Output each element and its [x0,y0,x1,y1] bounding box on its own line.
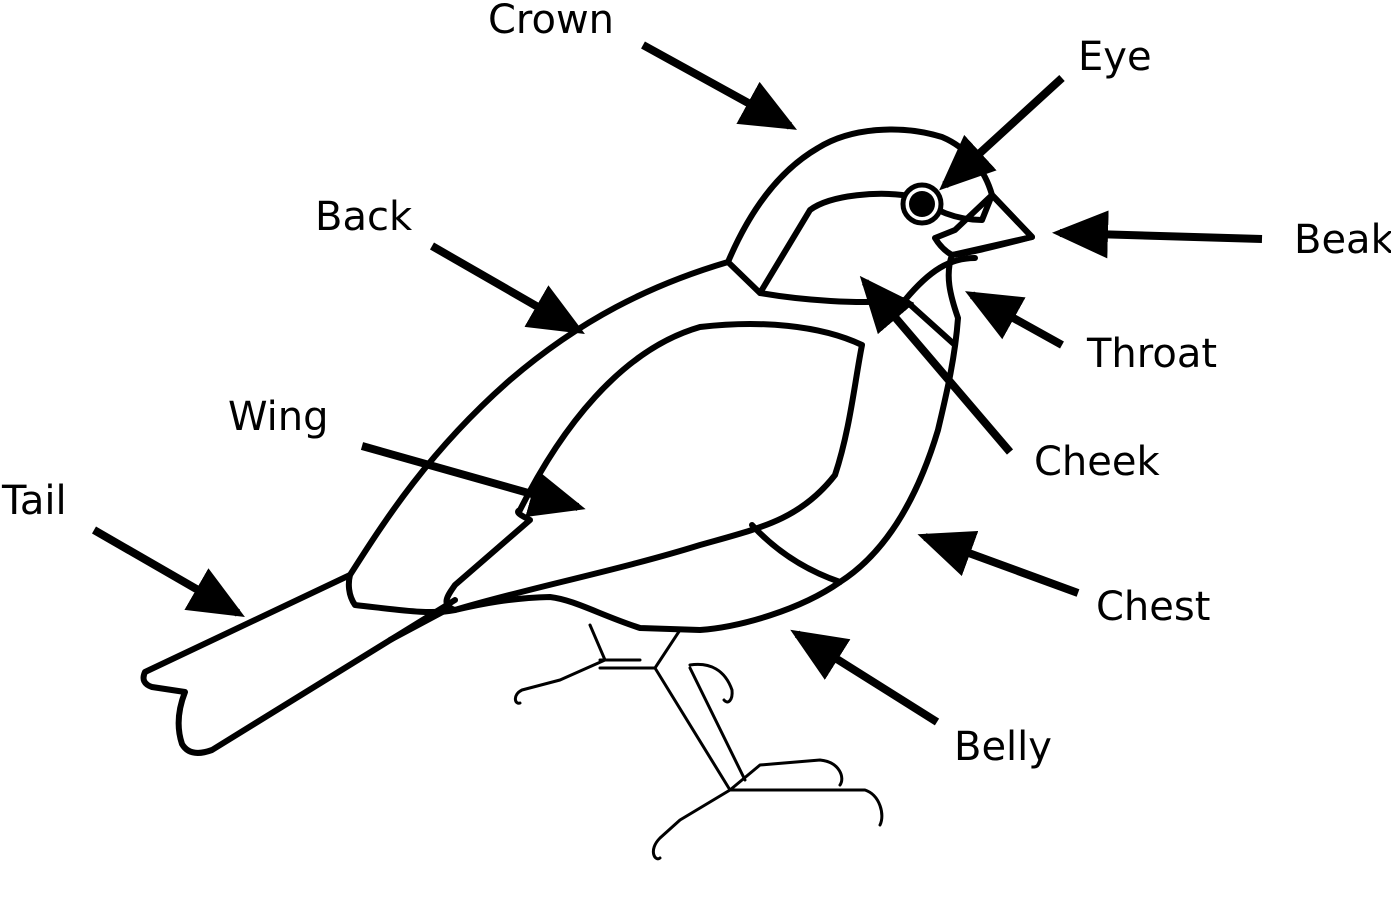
label-crown: Crown [488,0,615,43]
arrow-tail [92,526,245,617]
arrow-chest [917,530,1080,597]
arrow-eye [939,75,1065,191]
label-belly: Belly [954,724,1052,770]
label-beak: Beak [1294,217,1391,263]
arrow-cheek [859,275,1014,455]
arrow-beak [1052,210,1263,259]
bird-leg-front [651,628,884,861]
label-chest: Chest [1096,584,1211,630]
arrow-crown [641,41,798,130]
bird-leg-back [513,623,657,705]
arrow-belly [790,629,940,726]
bird-beak [932,192,1035,258]
bird-foot-back-toes [688,662,734,704]
label-throat: Throat [1087,331,1218,377]
bird-wing [443,321,865,613]
bird-body-outline [345,126,1035,633]
label-wing: Wing [228,394,329,440]
bird-eye-pupil [909,191,935,217]
bird-tail [140,572,458,756]
bird-chest-line [749,522,843,585]
label-back: Back [315,194,413,240]
arrow-back [430,242,585,334]
label-cheek: Cheek [1034,439,1160,485]
label-eye: Eye [1078,34,1152,80]
arrow-throat [965,291,1064,349]
arrow-wing [360,442,586,518]
label-tail: Tail [2,478,67,524]
